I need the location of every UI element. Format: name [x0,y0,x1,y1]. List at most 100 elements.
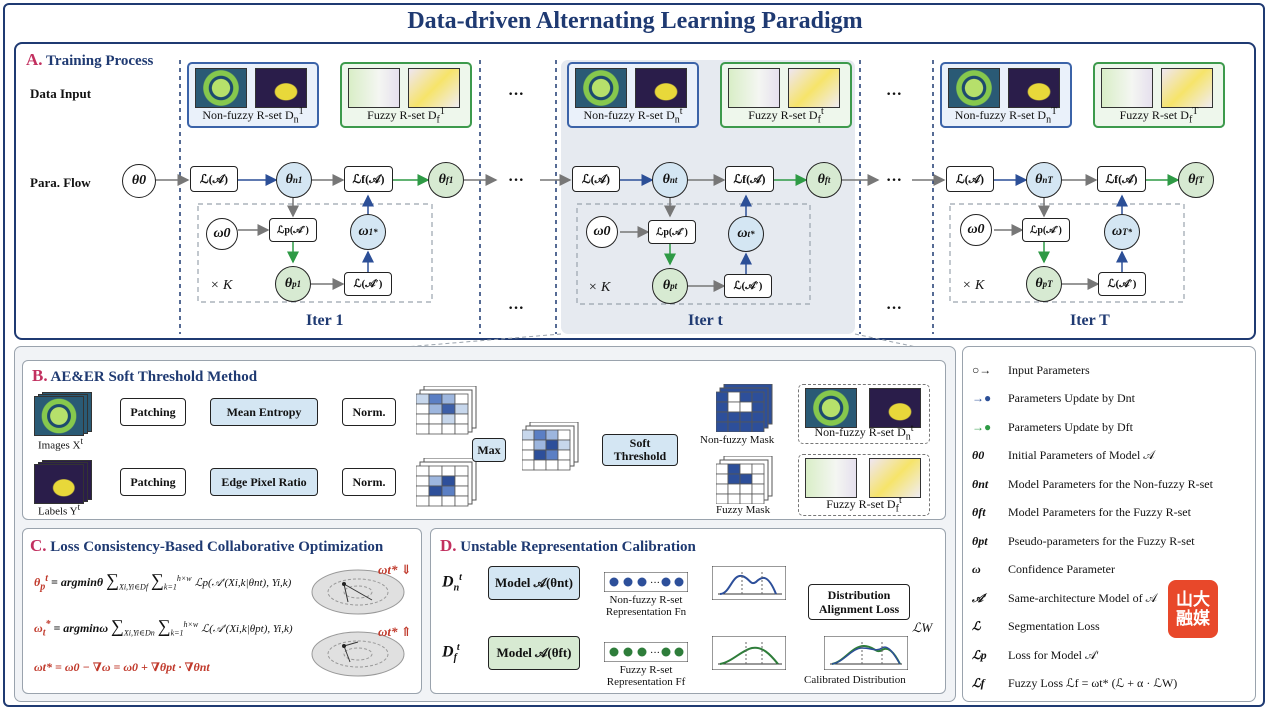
itert-pseudo-loss-box: ℒp(𝒜′) [648,220,696,244]
images-caption: Images Xt [38,436,84,452]
iterT-fuzzy-set: Fuzzy R-set DfT [1093,62,1225,128]
svg-text:···: ··· [650,648,660,659]
itert-repeat-k: × K [588,280,611,295]
ellipsis-top-2: ··· [886,86,903,103]
image-thumbnail [805,388,857,428]
model-nonfuzzy-box: Model 𝒜(θnt) [488,566,580,600]
theta0-node: θ0 [122,164,156,198]
fuzzy-mask-grid [716,456,773,504]
d-df-input: Dft [442,642,460,664]
section-d-title: D. Unstable Representation Calibration [440,536,696,555]
mean-entropy-box: Mean Entropy [210,398,318,426]
ellipsis-mid-1: ··· [508,172,525,189]
b-fuzzy-caption: Fuzzy R-set Dft [826,494,902,514]
ellipsis-bot-1: ··· [508,300,525,317]
images-stack [34,392,92,436]
fuzzy-mask-label: Fuzzy Mask [716,504,771,516]
patching-box-1: Patching [120,398,186,426]
omega-increase-label: ωt* ⇑ [378,624,412,639]
label-thumbnail [869,458,921,498]
equation-omega-star: ωt* = argminω ∑Xi,Yi∈Dn ∑k=1h×w ℒ(𝒜′(Xi,… [34,616,293,639]
ellipsis-mid-2: ··· [886,172,903,189]
labels-stack [34,460,92,504]
legend-item: ○→Input Parameters [972,362,1090,377]
page-title: Data-driven Alternating Learning Paradig… [407,8,863,34]
d-dn-input: Dnt [442,572,462,594]
iter1-nonfuzzy-caption: Non-fuzzy R-set Dn1 [202,105,304,125]
label-thumbnail [255,68,307,108]
itert-nonfuzzy-set: Non-fuzzy R-set Dnt [567,62,699,128]
entropy-grid [416,386,477,435]
watermark-logo: 山大融媒 [1168,580,1218,638]
max-grid [522,422,579,471]
nonfuzzy-mask-label: Non-fuzzy Mask [700,434,775,446]
model-fuzzy-box: Model 𝒜(θft) [488,636,580,670]
para-flow-label: Para. Flow [30,175,91,190]
itert-fuzzy-caption: Fuzzy R-set Dft [748,105,824,125]
legend-item: →●Parameters Update by Dft [972,419,1133,434]
iterT-repeat-k: × K [962,278,985,293]
itert-omega0-node: ω0 [586,216,618,248]
image-thumbnail [1101,68,1153,108]
label-thumbnail [408,68,460,108]
iter1-fuzzy-caption: Fuzzy R-set Df1 [367,105,445,125]
legend-item: →●Parameters Update by Dnt [972,391,1135,406]
iterT-nonfuzzy-caption: Non-fuzzy R-set DnT [954,105,1058,125]
iter1-seg-loss-box: ℒ(𝒜′) [344,272,392,296]
iterT-loss-box: ℒ(𝒜) [946,166,994,192]
iter1-omega0-node: ω0 [206,218,238,250]
iterT-fuzzy-caption: Fuzzy R-set DfT [1119,105,1199,125]
iterT-nonfuzzy-set: Non-fuzzy R-set DnT [940,62,1072,128]
iter1-fuzzy-set: Fuzzy R-set Df1 [340,62,472,128]
b-nonfuzzy-caption: Non-fuzzy R-set Dnt [814,422,914,442]
iterT-label: Iter T [1070,312,1110,329]
section-b-title: B. AE&ER Soft Threshold Method [32,366,258,385]
itert-fuzzy-loss-box: ℒf(𝒜) [725,166,774,192]
b-nonfuzzy-set: Non-fuzzy R-set Dnt [798,384,930,444]
norm-box-2: Norm. [342,468,396,496]
itert-seg-loss-box: ℒ(𝒜′) [724,274,772,298]
image-thumbnail [348,68,400,108]
patching-box-2: Patching [120,468,186,496]
image-thumbnail [34,396,84,436]
image-thumbnail [948,68,1000,108]
iter1-loss-box: ℒ(𝒜) [190,166,238,192]
image-thumbnail [805,458,857,498]
edge-grid [416,458,477,507]
legend-list: ○→Input Parameters →●Parameters Update b… [972,356,1252,698]
max-box: Max [472,438,506,462]
itert-label: Iter t [688,312,723,329]
dist-f-plot [712,636,786,670]
iter1-repeat-k: × K [210,278,233,293]
equation-theta-p: θpt = argminθ ∑Xi,Yi∈Df ∑k=1h×w ℒp(𝒜′(Xi… [34,570,292,593]
b-fuzzy-set: Fuzzy R-set Dft [798,454,930,516]
ellipsis-bot-2: ··· [886,300,903,317]
label-thumbnail [635,68,687,108]
omega-decrease-label: ωt* ⇓ [378,562,412,577]
iter1-pseudo-loss-box: ℒp(𝒜′) [269,218,317,242]
iterT-pseudo-loss-box: ℒp(𝒜′) [1022,218,1070,242]
edge-pixel-ratio-box: Edge Pixel Ratio [210,468,318,496]
image-thumbnail [195,68,247,108]
label-thumbnail [1161,68,1213,108]
iter1-label: Iter 1 [306,312,344,329]
legend-panel [962,346,1256,702]
